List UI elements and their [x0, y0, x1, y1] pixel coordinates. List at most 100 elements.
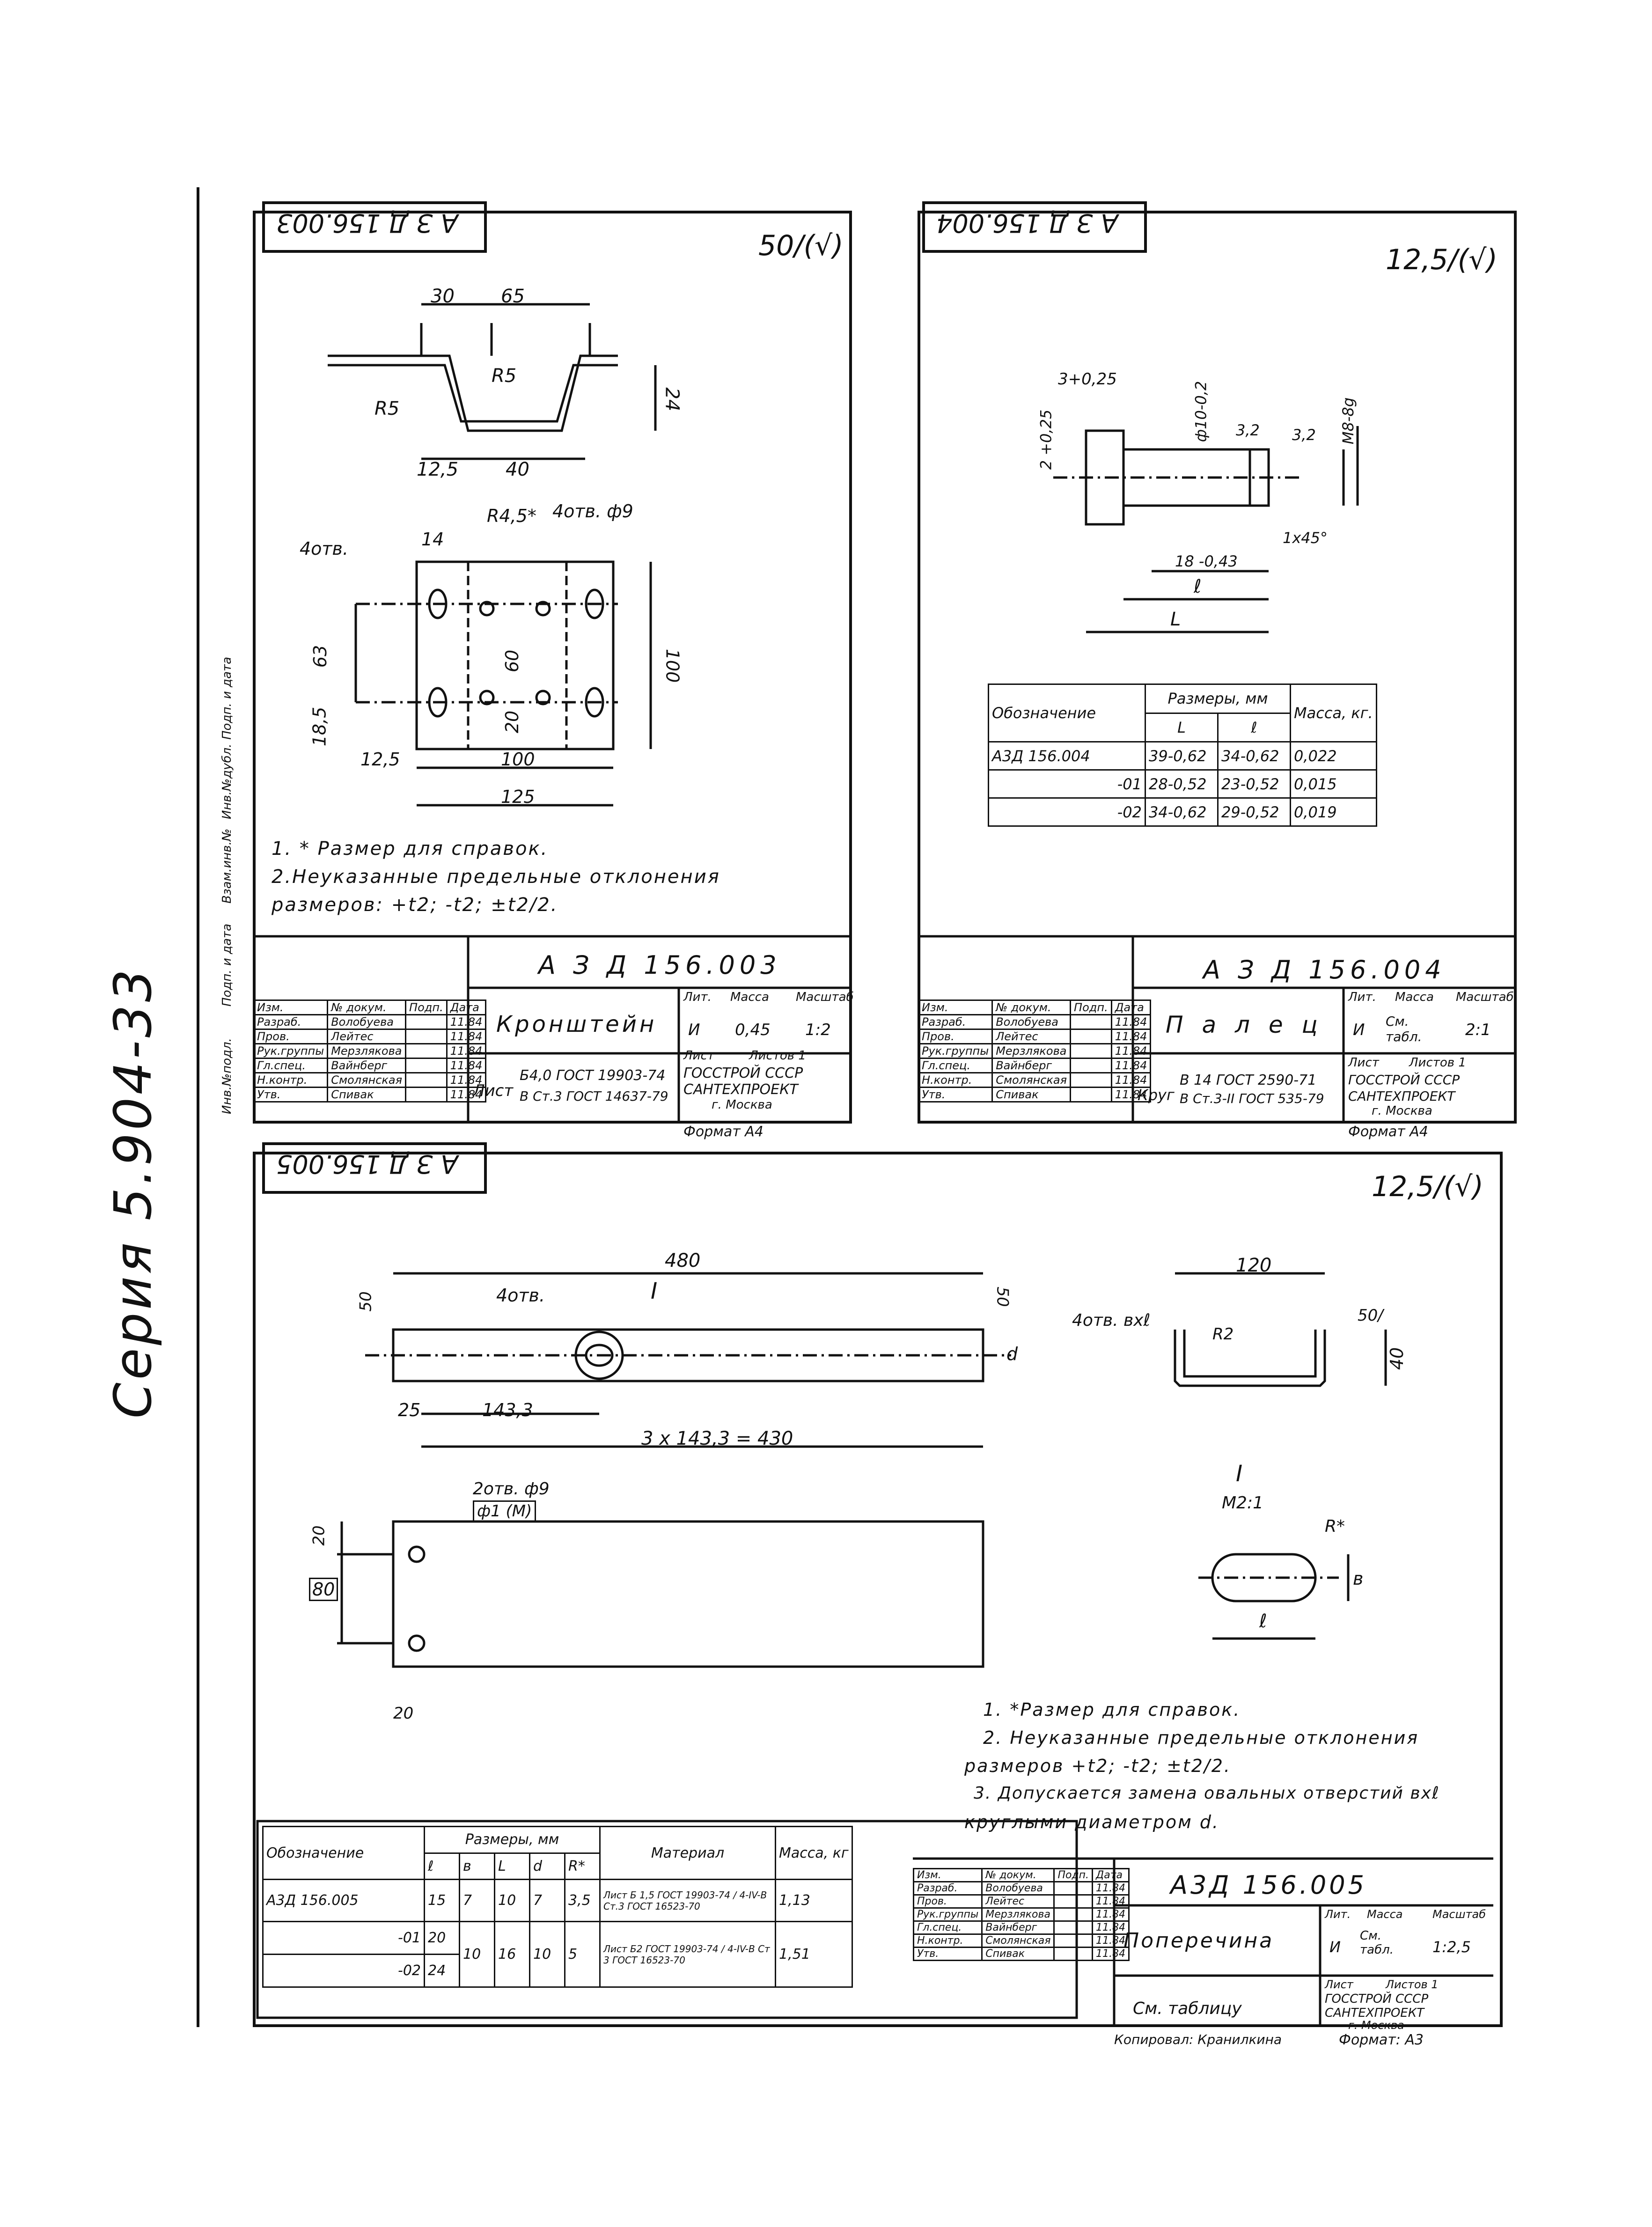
label-position: ф1 (М) [473, 1500, 536, 1522]
sheet-1-note-2: 2.Неуказанные предельные отклонения [272, 866, 720, 888]
sheet-3-roughness: 12,5/(√) [1372, 1170, 1483, 1203]
sheet-1-org-2: САНТЕХПРОЕКТ [683, 1081, 798, 1098]
label-view-I: I [651, 1278, 658, 1304]
dim-r5b: R5 [374, 398, 400, 419]
sheet-1-roughness: 50/(√) [758, 229, 844, 262]
dim-l: ℓ [1259, 1610, 1267, 1632]
dim-100: 100 [501, 749, 535, 770]
dim-125: 125 [501, 786, 535, 807]
dim-143: 143,3 [482, 1400, 533, 1420]
sheet-2-org-2: САНТЕХПРОЕКТ [1348, 1088, 1455, 1104]
sheet-3-copy: Копировал: Кранилкина [1114, 2032, 1282, 2047]
sheet-3-title-code: А3Д 156.005 [1170, 1870, 1367, 1900]
sheet-2-mat-2: В Ст.3-II ГОСТ 535-79 [1180, 1091, 1324, 1106]
sheet-1-format: Формат А4 [683, 1124, 764, 1140]
dim-12-5: 12,5 [417, 459, 459, 480]
dim-chamfer: 1х45° [1283, 529, 1328, 547]
sheet-3-org-1: ГОССТРОЙ СССР [1325, 1992, 1429, 2006]
label-holes-bxl: 4отв. вхℓ [1072, 1311, 1151, 1330]
dim-24: 24 [661, 387, 683, 412]
dim-25: 25 [398, 1400, 421, 1420]
dim-3: 3+0,25 [1058, 370, 1117, 389]
sheet-1-mat-1: Б4,0 ГОСТ 19903-74 [520, 1067, 666, 1084]
dim-430: 3 х 143,3 = 430 [641, 1428, 793, 1449]
label-4holes-s3: 4отв. [496, 1285, 545, 1306]
sheet-2-stamp: А З Д 156.004 [936, 208, 1118, 238]
dim-r5a: R5 [492, 365, 517, 387]
dim-50a: 50 [356, 1291, 375, 1312]
sheet-3-mass-v: См. табл. [1360, 1929, 1394, 1957]
sheet-3-format: Формат: А3 [1339, 2032, 1424, 2048]
sheet-2-format: Формат А4 [1348, 1124, 1428, 1140]
label-scale: М2:1 [1222, 1493, 1263, 1513]
dim-60: 60 [502, 649, 523, 673]
sheet-2-sheets: Листов 1 [1409, 1056, 1466, 1070]
label-4holes: 4отв. [300, 538, 349, 559]
sheet-1-sheets: Листов 1 [749, 1049, 806, 1063]
dim-12-5d: 12,5 [360, 749, 400, 770]
dim-r4-5: R4,5* [487, 506, 536, 526]
dim-65: 65 [501, 286, 525, 307]
sheet-1 [253, 211, 852, 1124]
sheet-3-material: См. таблицу [1133, 1999, 1242, 2018]
sheet-3-org-2: САНТЕХПРОЕКТ [1325, 2006, 1424, 2020]
sheet-2 [918, 211, 1517, 1124]
dim-l-small: ℓ [1194, 576, 1202, 597]
sheet-3-mass-h: Масса [1367, 1908, 1403, 1921]
dim-b: в [1353, 1568, 1364, 1589]
sheet-2-sheet: Лист [1348, 1056, 1379, 1070]
dim-r2: R2 [1212, 1325, 1234, 1344]
sheet-3-scale-h: Масштаб [1432, 1908, 1486, 1921]
dim-rstar: R* [1325, 1517, 1345, 1536]
dim-20a: 20 [309, 1525, 329, 1546]
sheet-2-title-name: П а л е ц [1166, 1011, 1323, 1038]
sheet-3 [253, 1152, 1503, 2027]
sheet-3-sheets: Листов 1 [1386, 1978, 1439, 1991]
sheet-3-note-5: круглыми диаметром d. [964, 1812, 1220, 1832]
sheet-2-scale-v: 2:1 [1465, 1021, 1491, 1039]
margin-label-4: Инв.№дубл. [220, 743, 234, 819]
sheet-3-scale-v: 1:2,5 [1432, 1938, 1471, 1956]
dim-r32a: 3,2 [1236, 421, 1260, 439]
sheet-2-roughness: 12,5/(√) [1386, 243, 1498, 276]
dim-50b: 50 [993, 1286, 1012, 1307]
sheet-2-lit-v: И [1353, 1021, 1365, 1039]
margin-label-3: Взам.инв.№ [220, 829, 234, 904]
sheet-2-org-3: г. Москва [1372, 1104, 1432, 1118]
sheet-1-lit-v: И [688, 1021, 700, 1039]
sheet-3-note-3: размеров +t2; -t2; ±t2/2. [964, 1756, 1231, 1776]
dim-d: d [1006, 1344, 1018, 1364]
sheet-3-sheet: Лист [1325, 1978, 1353, 1991]
margin-label-5: Подп. и дата [220, 656, 234, 740]
dim-20b: 20 [393, 1704, 414, 1723]
dim-120: 120 [1236, 1255, 1272, 1276]
sheet-3-note-2: 2. Неуказанные предельные отклонения [983, 1727, 1419, 1748]
sheet-3-lit-v: И [1329, 1938, 1341, 1956]
dim-40: 40 [506, 459, 529, 480]
sheet-1-org-1: ГОССТРОЙ СССР [683, 1065, 803, 1081]
sheet-1-mass-v: 0,45 [735, 1021, 771, 1039]
sheet-1-title-name: Кронштейн [496, 1011, 657, 1037]
sheet-3-org-3: г. Москва [1348, 2019, 1404, 2032]
sheet-1-sheet: Лист [683, 1049, 714, 1063]
sheet-1-note-3: размеров: +t2; -t2; ±t2/2. [272, 894, 558, 916]
sheet-2-mass-h: Масса [1395, 990, 1434, 1004]
dim-480: 480 [665, 1250, 701, 1272]
dim-50c: 50/ [1358, 1306, 1383, 1325]
sheet-3-stamp: А З Д 156.005 [276, 1149, 458, 1179]
sheet-3-table: Обозначение Размеры, мм Материал Масса, … [262, 1826, 853, 1988]
margin-label-2: Подп. и дата [220, 923, 234, 1007]
sheet-2-scale-h: Масштаб [1456, 990, 1514, 1004]
label-view-I-2: I [1236, 1461, 1243, 1487]
label-4holes-d9: 4отв. ф9 [552, 501, 633, 522]
sheet-1-title-code: А З Д 156.003 [538, 950, 781, 980]
label-2holes: 2отв. ф9 [473, 1479, 550, 1499]
sheet-2-mass-v: См. табл. [1386, 1014, 1422, 1044]
sheet-2-mat-1: В 14 ГОСТ 2590-71 [1180, 1072, 1317, 1088]
dim-L: L [1170, 609, 1181, 630]
dim-18: 18 -0,43 [1175, 552, 1238, 570]
sheet-1-lit: Лит. [683, 990, 712, 1004]
